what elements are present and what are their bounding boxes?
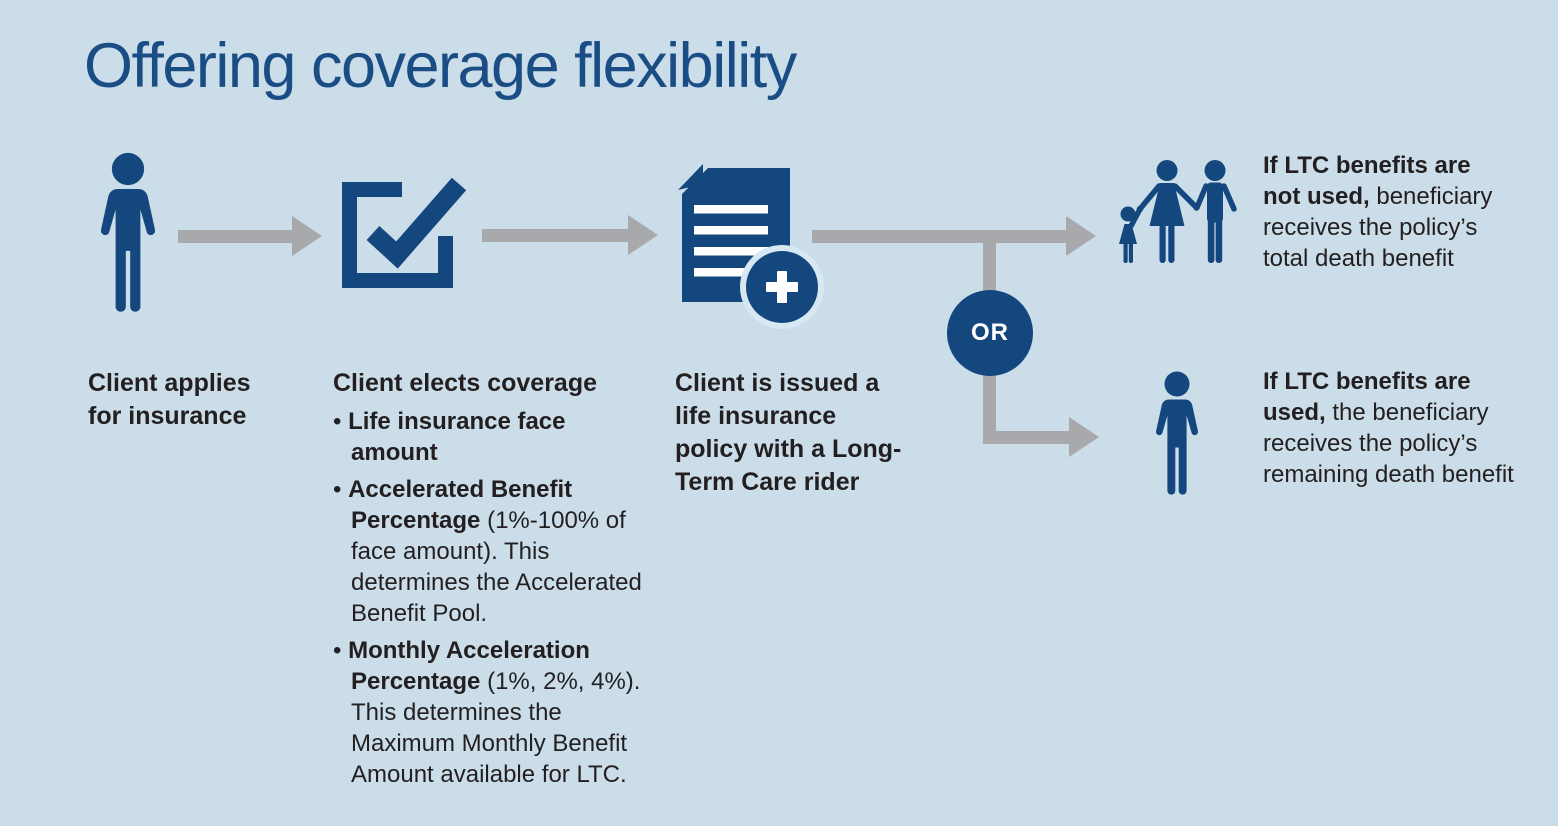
arrow-bar — [178, 230, 294, 243]
coverage-bullet-item: • Accelerated Benefit Percentage (1%-100… — [333, 476, 642, 627]
step2-caption: Client elects coverage — [333, 369, 598, 397]
arrow-bar — [983, 431, 1071, 444]
arrow-head-icon — [628, 215, 658, 255]
or-circle: OR — [947, 290, 1033, 376]
outcome-bottom-bold: If LTC benefits are used, — [1263, 368, 1471, 426]
arrow-head-icon — [1069, 417, 1099, 457]
policy-document-plus-icon — [678, 164, 824, 329]
outcome-bottom-rest: the beneficiary receives the policy’s re… — [1263, 399, 1514, 488]
coverage-bullet-item: • Monthly Acceleration Percentage (1%, 2… — [333, 637, 641, 788]
arrow-head-icon — [1066, 216, 1096, 256]
family-icon — [1119, 160, 1237, 263]
outcome-top-rest: beneficiary receives the policy’s total … — [1263, 183, 1493, 272]
page-title: Offering coverage flexibility — [84, 31, 797, 101]
step3-caption: Client is issued a life insurance policy… — [675, 369, 902, 496]
bullet-dot: • — [333, 637, 342, 664]
client-person-icon — [100, 152, 156, 312]
or-label: OR — [971, 319, 1009, 346]
coverage-checkbox-icon — [342, 177, 467, 288]
single-person-icon — [1156, 371, 1198, 495]
arrow-head-icon — [292, 216, 322, 256]
outcome-top-bold: If LTC benefits are not used, — [1263, 152, 1471, 210]
plus-badge-icon — [740, 245, 824, 329]
coverage-bullet-list: • Life insurance face amount • Accelerat… — [333, 406, 643, 790]
bullet-dot: • — [333, 408, 342, 435]
outcome-bottom-text: If LTC benefits are used, the beneficiar… — [1263, 366, 1515, 490]
step1-caption: Client applies for insurance — [88, 369, 251, 430]
arrow-bar — [812, 230, 1068, 243]
outcome-top-text: If LTC benefits are not used, beneficiar… — [1263, 150, 1498, 274]
step2-caption-block: Client elects coverage • Life insurance … — [333, 367, 643, 796]
bullet-dot: • — [333, 476, 342, 503]
arrow-bar — [482, 229, 630, 242]
coverage-bullet-item: • Life insurance face amount — [333, 408, 566, 466]
